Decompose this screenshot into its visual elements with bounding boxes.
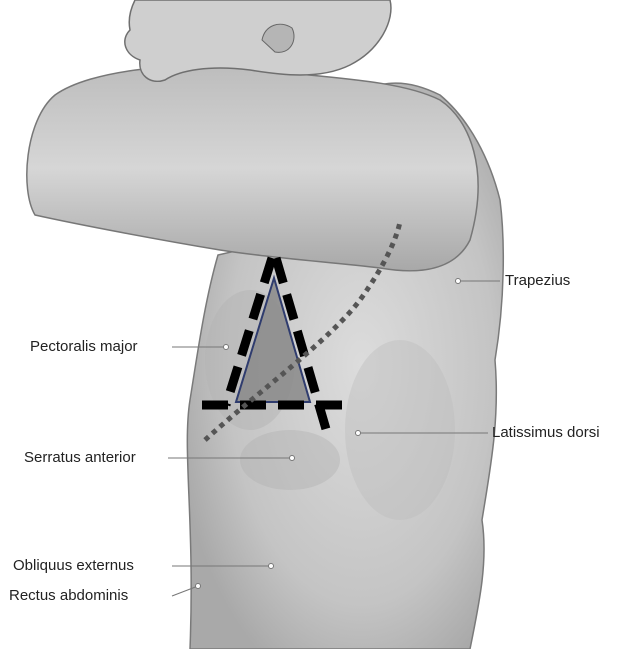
raised-arm [27, 66, 478, 271]
marker-trapezius [456, 279, 461, 284]
label-trapezius: Trapezius [505, 272, 570, 290]
label-obliquus-externus: Obliquus externus [13, 557, 134, 575]
label-rectus-abdominis: Rectus abdominis [9, 587, 128, 605]
marker-obliquus [269, 564, 274, 569]
marker-rectus [196, 584, 201, 589]
marker-pectoralis [224, 345, 229, 350]
marker-serratus [290, 456, 295, 461]
marker-latissimus [356, 431, 361, 436]
label-serratus-anterior: Serratus anterior [24, 449, 136, 467]
head [125, 0, 391, 81]
label-pectoralis-major: Pectoralis major [30, 338, 138, 356]
lat-shading [345, 340, 455, 520]
label-latissimus-dorsi: Latissimus dorsi [492, 424, 600, 442]
